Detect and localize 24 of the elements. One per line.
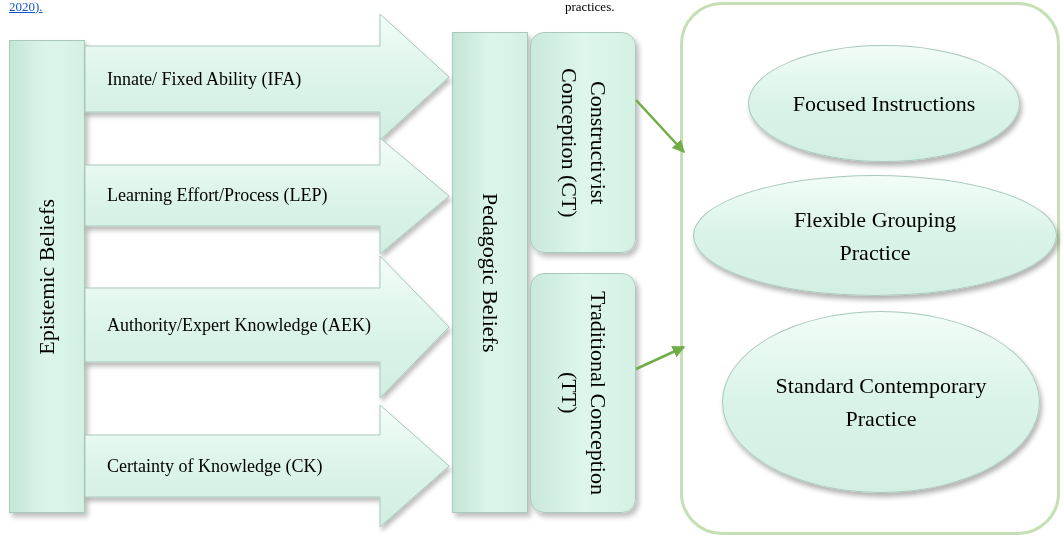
- arrow: [635, 99, 685, 153]
- ellipse-label: Standard Contemporary Practice: [774, 372, 988, 433]
- edge-label: Learning Effort/Process (LEP): [107, 184, 328, 208]
- block-arrow: [84, 137, 450, 255]
- bar-label: Pedagogic Beliefs: [476, 192, 504, 353]
- container-box: [680, 2, 1060, 535]
- block-arrow: [84, 255, 450, 399]
- arrow: [635, 345, 686, 371]
- box-label: Traditional Conception (TT): [556, 290, 612, 497]
- ellipse-label: Flexible Grouping Practice: [793, 205, 957, 267]
- rounded-box: [530, 273, 636, 513]
- box-label: Constructivist Conception (CT): [556, 66, 612, 220]
- block-arrow: [84, 404, 450, 528]
- vertical-bar: [452, 32, 528, 513]
- vertical-bar: [9, 40, 85, 513]
- text-fragment: practices.: [565, 0, 615, 13]
- ellipse-label: Focused Instructions: [792, 90, 976, 118]
- edge-label: Authority/Expert Knowledge (AEK): [107, 313, 371, 337]
- edge-label: Certainty of Knowledge (CK): [107, 454, 323, 478]
- edge-label: Innate/ Fixed Ability (IFA): [107, 67, 302, 91]
- citation-link: 2020).: [9, 0, 43, 13]
- rounded-box: [530, 32, 636, 253]
- block-arrow: [84, 13, 450, 141]
- bar-label: Epistemic Beliefs: [33, 198, 61, 355]
